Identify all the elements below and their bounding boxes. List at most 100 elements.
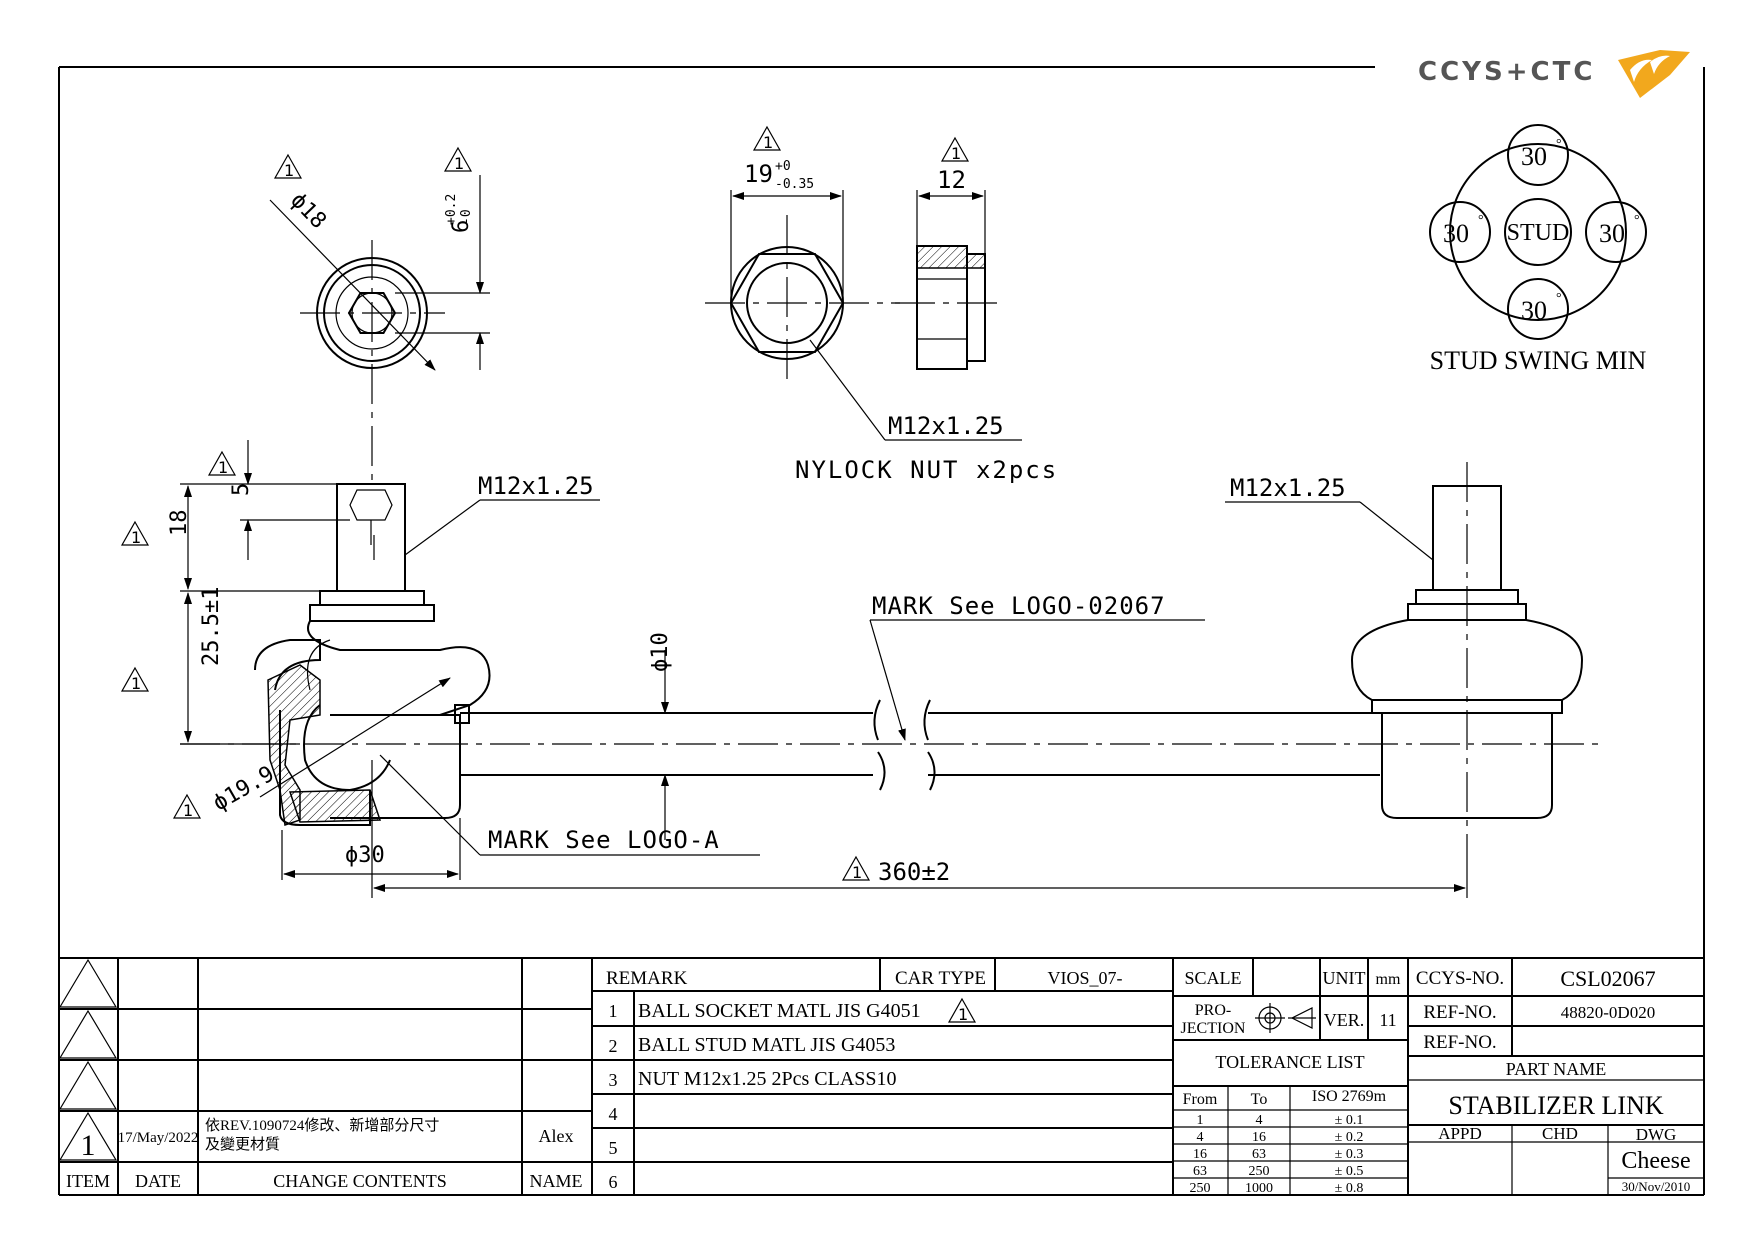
stud-len-label: 18 bbox=[167, 510, 192, 537]
svg-text:30: 30 bbox=[1521, 296, 1547, 325]
nut-qty-label: NYLOCK NUT x2pcs bbox=[795, 456, 1058, 484]
svg-text:VER.: VER. bbox=[1324, 1010, 1365, 1030]
svg-text:± 0.1: ± 0.1 bbox=[1335, 1113, 1364, 1128]
svg-text:1: 1 bbox=[183, 801, 193, 820]
right-ball-joint bbox=[1350, 462, 1584, 860]
hex-depth-label: 6 bbox=[449, 220, 474, 233]
left-dimensions: 5 18 25.5±1 1 1 1 1 ϕ19.9 ϕ30 M12x1.25 M… bbox=[120, 440, 760, 880]
svg-text:°: ° bbox=[1556, 137, 1562, 152]
svg-text:1: 1 bbox=[852, 863, 862, 882]
svg-text:TOLERANCE LIST: TOLERANCE LIST bbox=[1215, 1052, 1364, 1072]
sheet-border bbox=[58, 66, 1705, 1196]
svg-text:1000: 1000 bbox=[1245, 1181, 1273, 1196]
svg-text:-0.35: -0.35 bbox=[775, 177, 814, 192]
svg-text:+0.2: +0.2 bbox=[444, 194, 459, 225]
svg-text:3: 3 bbox=[609, 1070, 618, 1090]
svg-text:1: 1 bbox=[218, 458, 228, 477]
rev-change-line1: 依REV.1090724修改、新增部分尺寸 bbox=[205, 1117, 439, 1134]
nut-across-label: 19 bbox=[744, 160, 773, 188]
svg-text:63: 63 bbox=[1252, 1147, 1266, 1162]
rod-dia-label: ϕ10 bbox=[648, 632, 673, 672]
title-block: CCYS-NO. CSL02067 REF-NO. 48820-0D020 RE… bbox=[1408, 958, 1704, 1195]
remark-item-3: NUT M12x1.25 2Pcs CLASS10 bbox=[638, 1068, 897, 1090]
svg-text:1: 1 bbox=[131, 674, 141, 693]
svg-text:1: 1 bbox=[958, 1005, 968, 1024]
nut-side-view: 12 1 bbox=[895, 136, 1005, 370]
svg-text:1: 1 bbox=[609, 1001, 618, 1021]
svg-text:1: 1 bbox=[454, 154, 464, 173]
remark-label: REMARK bbox=[606, 968, 688, 989]
svg-text:-0: -0 bbox=[459, 209, 474, 225]
nut-front-view: 19 +0 -0.35 1 M12x1.25 NYLOCK NUT x2pcs bbox=[705, 125, 1058, 484]
svg-text:16: 16 bbox=[1193, 1147, 1207, 1162]
svg-text:DWG: DWG bbox=[1636, 1125, 1677, 1144]
svg-text:± 0.2: ± 0.2 bbox=[1335, 1130, 1364, 1145]
svg-text:CCYS-NO.: CCYS-NO. bbox=[1416, 968, 1504, 989]
svg-text:PART NAME: PART NAME bbox=[1506, 1059, 1606, 1079]
left-ball-joint bbox=[254, 483, 491, 826]
rev-date: 17/May/2022 bbox=[118, 1130, 199, 1146]
svg-text:30: 30 bbox=[1443, 219, 1469, 248]
svg-text:63: 63 bbox=[1193, 1164, 1207, 1179]
svg-text:ITEM: ITEM bbox=[66, 1171, 110, 1191]
ball-dia-label: ϕ18 bbox=[285, 188, 331, 234]
svg-text:From: From bbox=[1183, 1091, 1218, 1108]
nut-thread-label: M12x1.25 bbox=[888, 412, 1004, 440]
svg-text:+0: +0 bbox=[775, 159, 791, 174]
svg-text:APPD: APPD bbox=[1438, 1124, 1481, 1143]
svg-text:4: 4 bbox=[1256, 1113, 1263, 1128]
ref-number: 48820-0D020 bbox=[1561, 1003, 1655, 1022]
socket-height-label: 25.5±1 bbox=[199, 587, 224, 666]
logo-text: CCYS+CTC bbox=[1418, 57, 1595, 87]
svg-text:16: 16 bbox=[1252, 1130, 1266, 1145]
mark-logo-a-label: MARK See LOGO-A bbox=[488, 826, 720, 854]
dwg-name: Cheese bbox=[1621, 1148, 1690, 1174]
svg-text:1: 1 bbox=[763, 133, 773, 152]
svg-text:UNIT: UNIT bbox=[1323, 968, 1366, 988]
company-logo: CCYS+CTC bbox=[1418, 50, 1690, 98]
part-name: STABILIZER LINK bbox=[1448, 1091, 1663, 1120]
stud-swing-diagram: STUD 30 30 30 30 ° ° ° ° STUD SWING MIN bbox=[1429, 124, 1647, 375]
nut-width-label: 12 bbox=[937, 166, 966, 194]
svg-text:1: 1 bbox=[951, 144, 961, 163]
svg-text:4: 4 bbox=[1197, 1130, 1204, 1145]
svg-text:CAR TYPE: CAR TYPE bbox=[895, 968, 986, 989]
overall-length-label: 360±2 bbox=[878, 858, 950, 886]
mark-logo-02067-label: MARK See LOGO-02067 bbox=[872, 592, 1166, 620]
svg-text:°: ° bbox=[1478, 213, 1484, 228]
scale-tolerance-block: SCALE UNIT mm PRO- JECTION VER. 11 TOLER… bbox=[1173, 958, 1409, 1196]
svg-text:°: ° bbox=[1634, 213, 1640, 228]
svg-text:JECTION: JECTION bbox=[1181, 1020, 1246, 1037]
swing-center-label: STUD bbox=[1507, 220, 1570, 246]
ball-socket-dia-label: ϕ19.9 bbox=[209, 762, 279, 817]
projection-symbol-icon bbox=[1255, 1003, 1316, 1033]
dwg-date: 30/Nov/2010 bbox=[1622, 1179, 1691, 1194]
svg-text:REF-NO.: REF-NO. bbox=[1423, 1032, 1496, 1053]
svg-text:5: 5 bbox=[609, 1138, 618, 1158]
svg-text:11: 11 bbox=[1379, 1010, 1396, 1030]
svg-text:30: 30 bbox=[1521, 142, 1547, 171]
svg-text:6: 6 bbox=[609, 1172, 618, 1192]
connecting-rod: ϕ10 bbox=[180, 632, 1600, 840]
svg-text:REF-NO.: REF-NO. bbox=[1423, 1002, 1496, 1023]
ccys-number: CSL02067 bbox=[1560, 966, 1655, 991]
remark-item-2: BALL STUD MATL JIS G4053 bbox=[638, 1034, 895, 1056]
svg-text:4: 4 bbox=[609, 1104, 618, 1124]
rev-change-line2: 及變更材質 bbox=[205, 1135, 280, 1153]
svg-text:DATE: DATE bbox=[135, 1171, 181, 1191]
svg-text:1: 1 bbox=[131, 528, 141, 547]
car-type-value: VIOS_07- bbox=[1048, 968, 1123, 988]
svg-text:2: 2 bbox=[609, 1036, 618, 1056]
revision-table: 1 17/May/2022 依REV.1090724修改、新增部分尺寸 及變更材… bbox=[58, 957, 1704, 1195]
svg-text:30: 30 bbox=[1599, 219, 1625, 248]
stud-end-view: ϕ18 1 1 6 +0.2 -0 bbox=[269, 146, 490, 480]
svg-text:1: 1 bbox=[284, 161, 294, 180]
svg-text:± 0.5: ± 0.5 bbox=[1335, 1164, 1364, 1179]
svg-text:CHANGE CONTENTS: CHANGE CONTENTS bbox=[273, 1171, 447, 1191]
svg-text:PRO-: PRO- bbox=[1195, 1002, 1231, 1019]
right-dimensions: M12x1.25 MARK See LOGO-02067 1 360±2 bbox=[371, 474, 1468, 898]
thread-left-label: M12x1.25 bbox=[478, 472, 594, 500]
svg-text:± 0.8: ± 0.8 bbox=[1335, 1181, 1364, 1196]
swing-caption: STUD SWING MIN bbox=[1430, 346, 1647, 375]
remark-item-1: BALL SOCKET MATL JIS G4051 bbox=[638, 1000, 921, 1022]
